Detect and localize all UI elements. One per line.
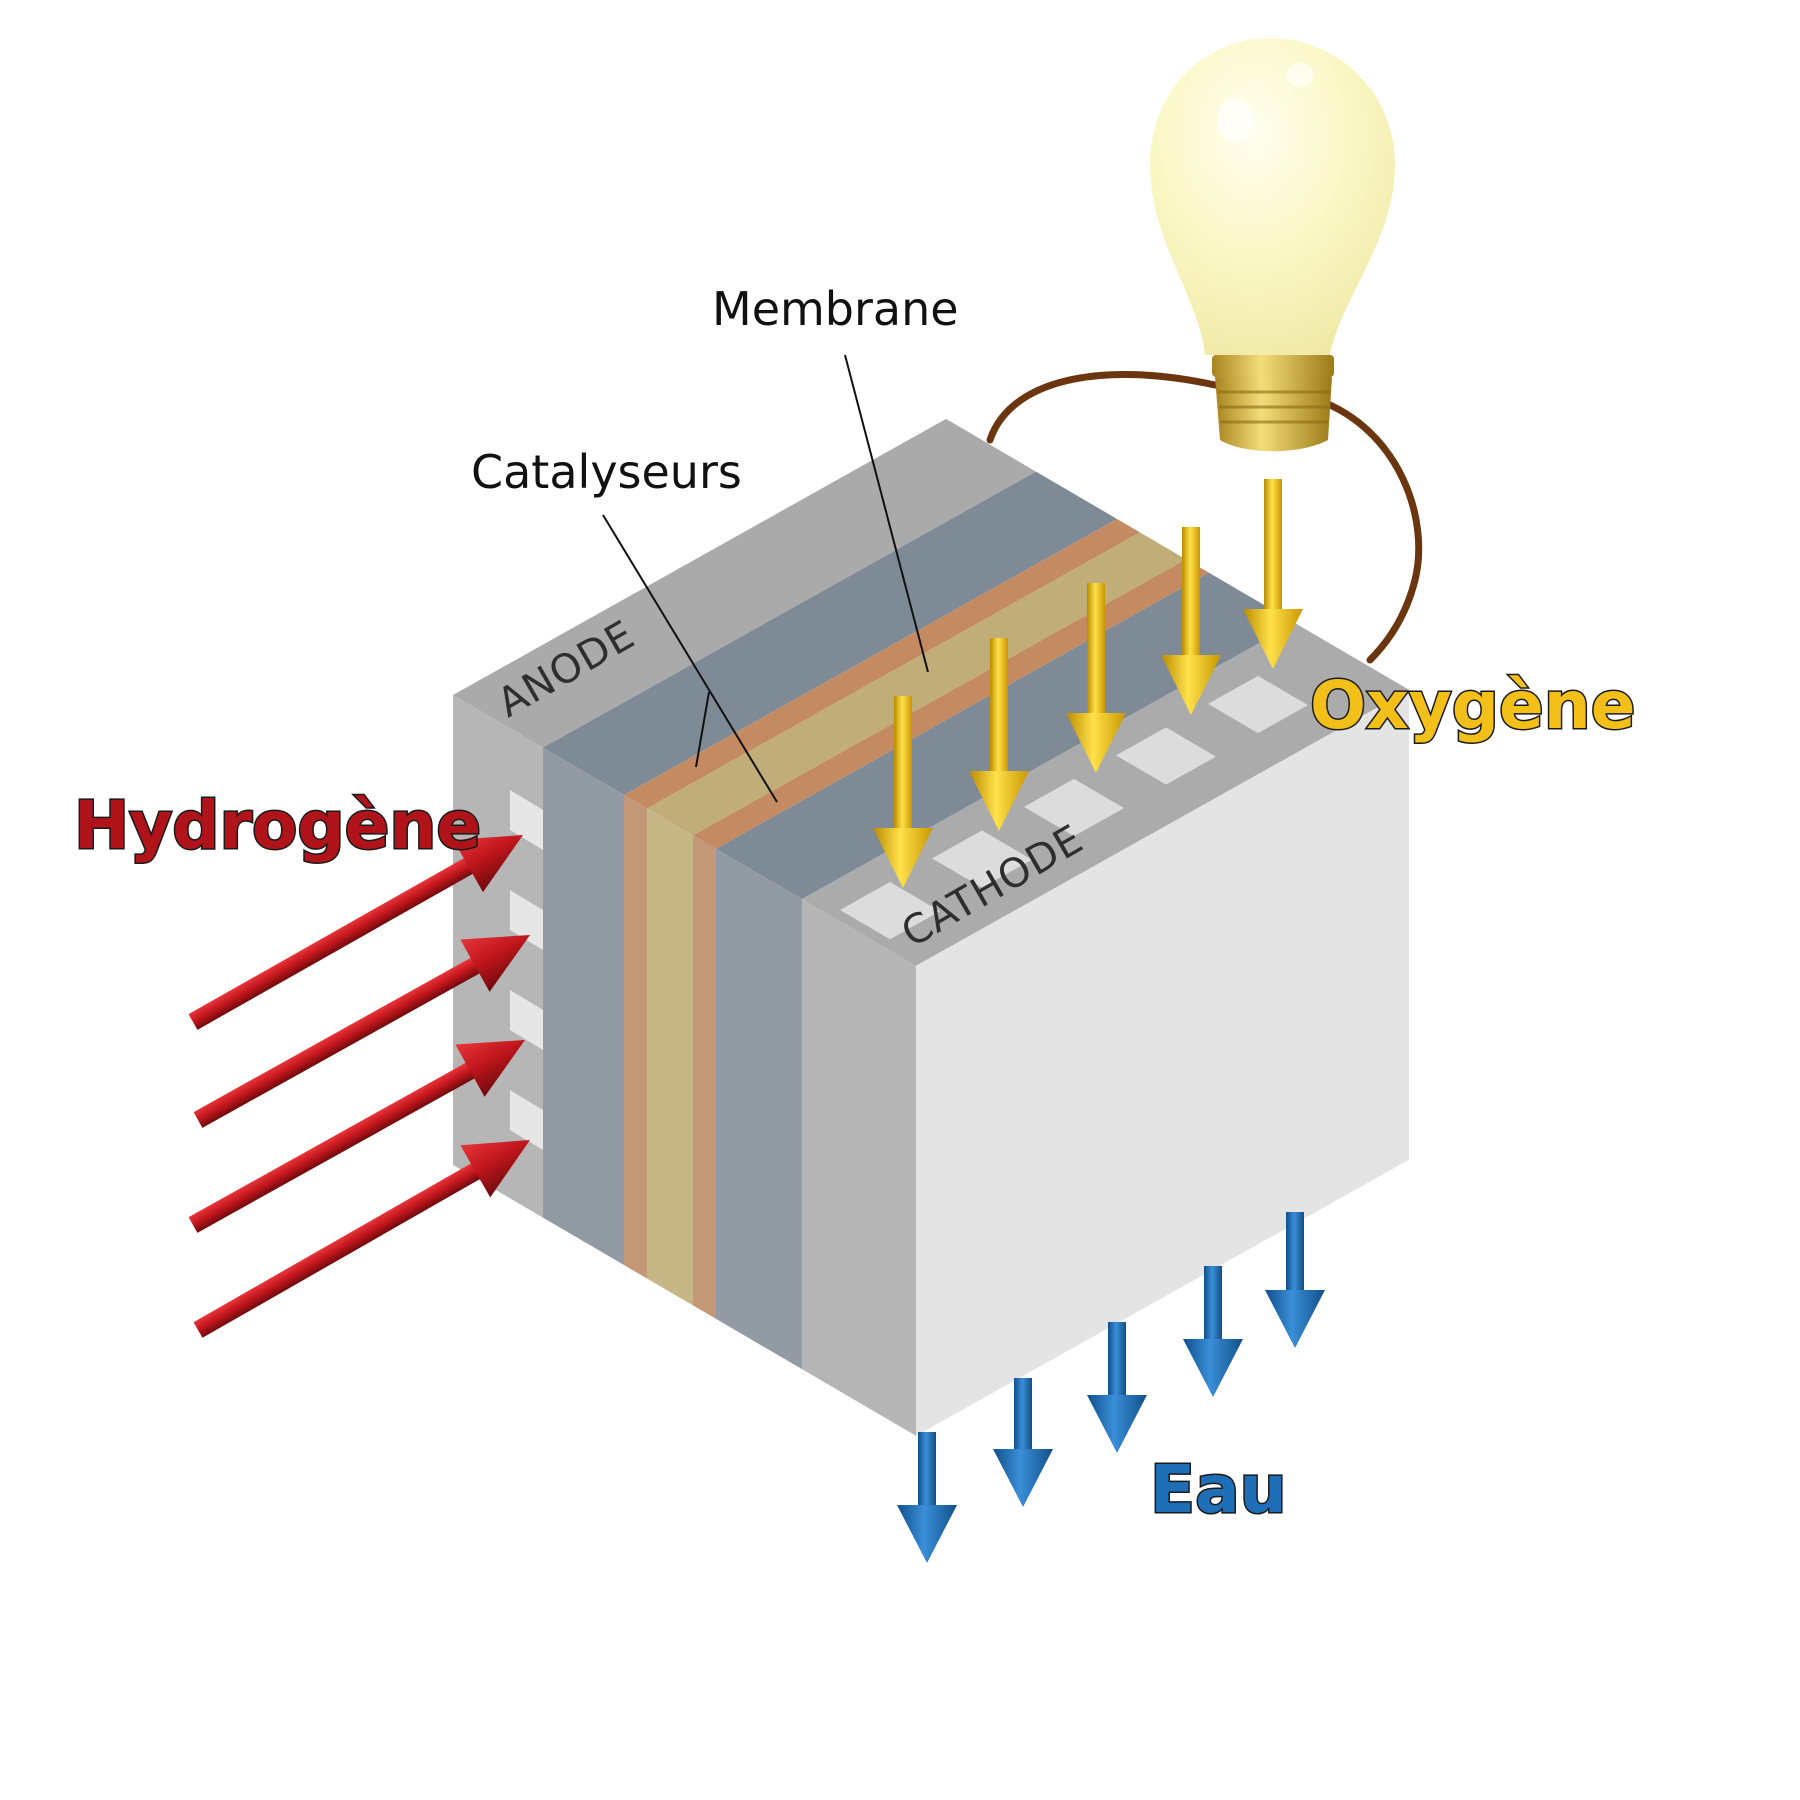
oxygen-inlet-slot — [932, 830, 1032, 888]
oxygen-arrow-head — [1243, 609, 1303, 669]
water-arrow-shaft — [1286, 1212, 1304, 1292]
oxygen-arrow-shaft — [894, 696, 912, 830]
oxygen-inlet-slot — [840, 881, 940, 940]
water-arrow-head — [897, 1505, 957, 1563]
hydrogen-label: Hydrogène — [74, 787, 481, 864]
cathode-side-face — [802, 899, 916, 1436]
water-label: Eau — [1150, 1451, 1287, 1528]
hydrogen-arrow — [193, 935, 530, 1128]
water-arrow — [993, 1378, 1053, 1507]
water-arrow — [1265, 1212, 1325, 1348]
membrane-label: Membrane — [712, 282, 959, 336]
catalyst-cathode-top-face — [693, 559, 1209, 849]
oxygen-arrow-head — [873, 828, 933, 888]
hydrogen-arrow-head — [460, 1140, 530, 1198]
oxygen-arrow-head — [969, 771, 1029, 831]
hydrogen-arrow-shaft — [188, 857, 475, 1030]
hydrogen-arrow-head — [455, 1040, 525, 1097]
water-arrow-shaft — [1108, 1322, 1126, 1397]
oxygen-arrow — [873, 696, 933, 888]
oxygen-arrows — [873, 479, 1303, 888]
diffusion-layer-anode-top-face — [543, 471, 1117, 796]
catalysts-label: Catalyseurs — [471, 445, 742, 499]
water-arrow — [1087, 1322, 1147, 1453]
oxygen-label: Oxygène — [1310, 667, 1635, 744]
hydrogen-arrow-shaft — [188, 1061, 477, 1233]
hydrogen-arrows — [188, 835, 530, 1338]
membrane-side-face — [647, 808, 693, 1306]
hydrogen-arrow — [188, 1040, 525, 1233]
hydrogen-arrow-shaft — [193, 1162, 482, 1338]
water-arrow-head — [1087, 1395, 1147, 1453]
water-arrow-shaft — [1014, 1378, 1032, 1451]
oxygen-inlet-slot — [1116, 727, 1216, 785]
water-arrow — [897, 1432, 957, 1563]
oxygen-arrow — [1161, 527, 1221, 715]
water-arrow-shaft — [918, 1432, 936, 1507]
hydrogen-arrow-head — [453, 835, 523, 893]
light-bulb-icon — [1150, 38, 1395, 452]
diffusion-layer-cathode-side-face — [716, 848, 802, 1370]
catalysts-leader-line — [602, 514, 778, 803]
oxygen-arrow-shaft — [1087, 583, 1105, 715]
oxygen-arrow — [1243, 479, 1303, 669]
hydrogen-inlet-slot — [510, 1090, 543, 1150]
catalysts-leader-fork — [695, 691, 710, 768]
hydrogen-inlet-slot — [510, 890, 543, 950]
oxygen-arrow-head — [1161, 655, 1221, 715]
oxygen-arrow — [1066, 583, 1126, 773]
water-arrow-head — [993, 1449, 1053, 1507]
cathode-front-face — [916, 689, 1409, 1436]
water-arrow-head — [1265, 1290, 1325, 1348]
catalyst-cathode-side-face — [693, 835, 716, 1319]
hydrogen-arrow-head — [460, 935, 530, 992]
hydrogen-arrow — [188, 835, 523, 1030]
oxygen-inlet-slot — [1024, 778, 1124, 837]
electrical-wire — [986, 370, 1423, 664]
hydrogen-arrow — [193, 1140, 530, 1338]
hydrogen-arrow-shaft — [193, 956, 482, 1128]
oxygen-inlet-slot — [1208, 675, 1308, 734]
oxygen-arrow-shaft — [1182, 527, 1200, 657]
water-arrow-shaft — [1204, 1266, 1222, 1341]
hydrogen-inlet-slot — [510, 790, 543, 850]
water-arrows — [897, 1212, 1325, 1563]
oxygen-arrow-shaft — [990, 638, 1008, 773]
oxygen-arrow — [969, 638, 1029, 831]
oxygen-arrow-head — [1066, 713, 1126, 773]
hydrogen-inlet-slot — [510, 990, 543, 1050]
catalyst-anode-top-face — [624, 518, 1140, 809]
water-arrow-head — [1183, 1339, 1243, 1397]
oxygen-arrow-shaft — [1264, 479, 1282, 611]
water-arrow — [1183, 1266, 1243, 1397]
catalyst-anode-side-face — [624, 795, 647, 1279]
anode-top-face — [453, 418, 1036, 748]
membrane-top-face — [647, 532, 1186, 836]
diffusion-layer-anode-side-face — [543, 747, 624, 1266]
membrane-leader-line — [844, 354, 929, 673]
